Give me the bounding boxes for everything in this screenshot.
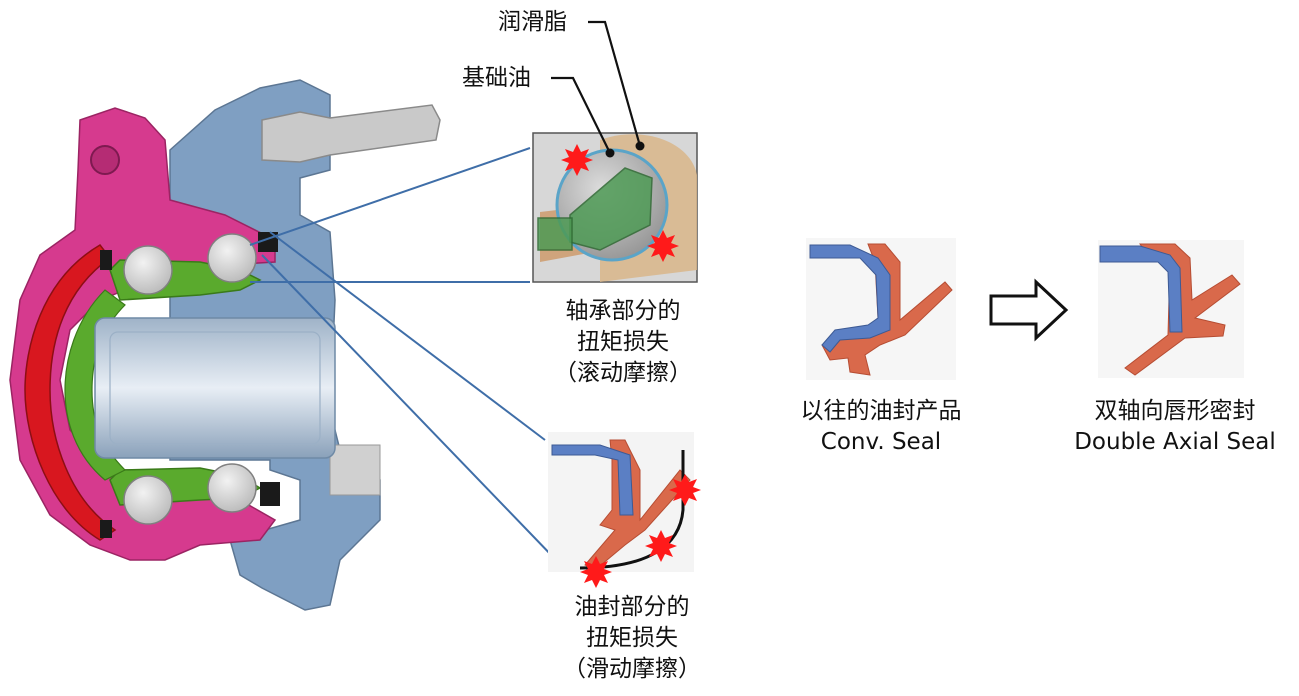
base-oil-leader (551, 76, 611, 154)
bearing-detail-inset (532, 20, 698, 283)
conv-seal-caption: 以往的油封产品 Conv. Seal (788, 396, 974, 458)
seal-left-lower (100, 520, 112, 538)
dual-seal-metal (1099, 245, 1183, 333)
seal-label-line2: 扭矩损失 (586, 625, 678, 651)
bore-inner (109, 331, 321, 445)
seal-torque-label: 油封部分的 扭矩损失 （滑动摩擦） (554, 592, 710, 685)
friction-star-icon (561, 144, 593, 176)
bearing-label-line1: 轴承部分的 (565, 298, 681, 324)
seal-metal-insert (551, 444, 634, 516)
bearing-ball (123, 475, 173, 525)
leader-line (261, 254, 557, 561)
leader-line (249, 147, 531, 246)
bearing-ball (207, 463, 257, 513)
grease-callout: 润滑脂 (498, 9, 567, 35)
conv-seal-en: Conv. Seal (820, 429, 942, 455)
friction-star-icon (645, 530, 677, 562)
leader-line (269, 231, 546, 441)
base-oil-callout: 基础油 (462, 65, 531, 91)
conventional-seal-figure (806, 238, 956, 380)
seal-label-line1: 油封部分的 (574, 594, 690, 620)
double-axial-seal-caption: 双轴向唇形密封 Double Axial Seal (1066, 396, 1284, 458)
bearing-label-line2: 扭矩损失 (577, 329, 669, 355)
flange-bolt-hole (90, 145, 120, 175)
seal-left-upper (100, 250, 112, 270)
stud-lower (329, 444, 381, 496)
seal-detail-inset (548, 432, 701, 588)
double-axial-seal-figure (1098, 240, 1244, 378)
wheel-stud (261, 104, 441, 163)
hub-bore (94, 317, 336, 459)
conv-seal-cn: 以往的油封产品 (800, 398, 962, 424)
friction-star-icon (669, 474, 701, 506)
bearing-label-line3: （滚动摩擦） (554, 360, 692, 386)
seal-rubber (584, 439, 691, 571)
friction-star-icon (647, 230, 679, 262)
bearing-torque-label: 轴承部分的 扭矩损失 （滚动摩擦） (548, 296, 698, 389)
arrow-right-icon (989, 278, 1069, 342)
leader-lines (249, 147, 557, 561)
seal-label-line3: （滑动摩擦） (563, 656, 701, 682)
bearing-ball (207, 233, 257, 283)
friction-star-icon (580, 556, 612, 588)
hub-bearing-cutaway (9, 79, 441, 611)
bearing-ball (123, 245, 173, 295)
retainer-stub (537, 217, 573, 251)
double-axial-seal-cn: 双轴向唇形密封 (1094, 398, 1256, 424)
conv-seal-metal (809, 244, 891, 353)
double-axial-seal-en: Double Axial Seal (1074, 429, 1276, 455)
oil-seal-lower (260, 482, 280, 506)
grease-leader (588, 20, 642, 147)
brake-pilot-band (24, 244, 117, 541)
